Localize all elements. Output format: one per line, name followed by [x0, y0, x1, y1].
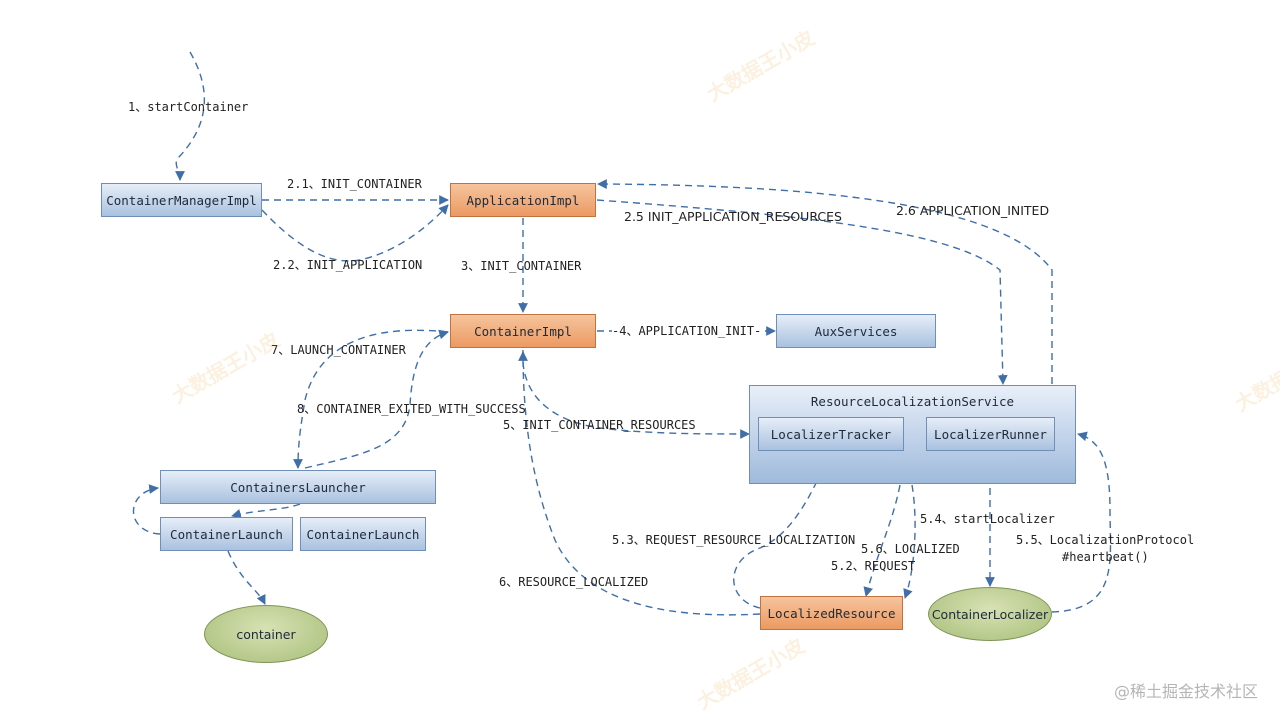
- resource-localization-service-title: ResourceLocalizationService: [810, 394, 1015, 409]
- label-start-container: 1、startContainer: [128, 100, 249, 114]
- label-localization-protocol-heartbeat: #heartbeat(): [1062, 550, 1149, 564]
- node-container-launch-2: ContainerLaunch: [300, 517, 426, 551]
- label-init-app-resources-2-5: 2.5 INIT_APPLICATION_RESOURCES: [624, 209, 842, 224]
- node-container-manager-impl: ContainerManagerImpl: [101, 183, 262, 217]
- label-container-exited-8: 8、CONTAINER_EXITED_WITH_SUCCESS: [297, 402, 526, 416]
- label-resource-localized-6: 6、RESOURCE_LOCALIZED: [499, 575, 649, 589]
- label-localization-protocol-5-5: 5.5、LocalizationProtocol: [1016, 533, 1195, 547]
- edge-resource-localized-6: [518, 351, 761, 616]
- edge-launch-container-7: [293, 329, 449, 469]
- edge-start-container: [175, 51, 206, 181]
- label-start-localizer-5-4: 5.4、startLocalizer: [920, 512, 1055, 526]
- edge-init-application-2-2: [261, 204, 449, 262]
- node-localizer-tracker: LocalizerTracker: [758, 417, 904, 451]
- edge-init-app-resources-2-5: [596, 199, 1008, 385]
- node-containers-launcher: ContainersLauncher: [160, 470, 436, 504]
- label-init-application-2-2: 2.2、INIT_APPLICATION: [273, 258, 423, 272]
- node-container-launch-1: ContainerLaunch: [160, 517, 293, 551]
- edge-request-5-2: [863, 484, 901, 597]
- edge-init-container-resources-5: [522, 349, 750, 439]
- site-credit: @稀土掘金技术社区: [1113, 682, 1258, 701]
- node-application-impl: ApplicationImpl: [450, 183, 596, 217]
- label-application-init-4: -4、APPLICATION_INIT-: [612, 324, 762, 338]
- label-request-5-2: 5.2、REQUEST: [831, 559, 916, 573]
- label-init-container-2-1: 2.1、INIT_CONTAINER: [287, 177, 422, 191]
- edge-request-resource-localization-5-3: [733, 451, 832, 609]
- node-localizer-runner: LocalizerRunner: [926, 417, 1055, 451]
- label-request-resource-localization-5-3: 5.3、REQUEST_RESOURCE_LOCALIZATION: [612, 533, 856, 547]
- label-launch-container-7: 7、LAUNCH_CONTAINER: [271, 343, 406, 357]
- edge-launch-loop: [132, 484, 161, 535]
- label-localized-5-6: 5.6、LOCALIZED: [861, 542, 960, 556]
- node-container-impl: ContainerImpl: [450, 314, 596, 348]
- edge-container-exited-8: [304, 329, 449, 469]
- node-container-localizer: ContainerLocalizer: [928, 587, 1052, 641]
- node-localized-resource: LocalizedResource: [760, 596, 903, 630]
- label-application-inited-2-6: 2.6 APPLICATION_INITED: [896, 203, 1050, 218]
- node-aux-services: AuxServices: [776, 314, 936, 348]
- edge-localization-protocol-5-5: [1051, 431, 1112, 613]
- edge-launcher-to-launch: [231, 503, 301, 519]
- label-init-container-resources-5: 5、INIT_CONTAINER_RESOURCES: [503, 418, 696, 432]
- edge-launch-to-container: [227, 550, 266, 605]
- edge-application-inited-2-6: [597, 179, 1053, 384]
- node-container: container: [204, 605, 328, 663]
- label-init-container-3: 3、INIT_CONTAINER: [461, 259, 582, 273]
